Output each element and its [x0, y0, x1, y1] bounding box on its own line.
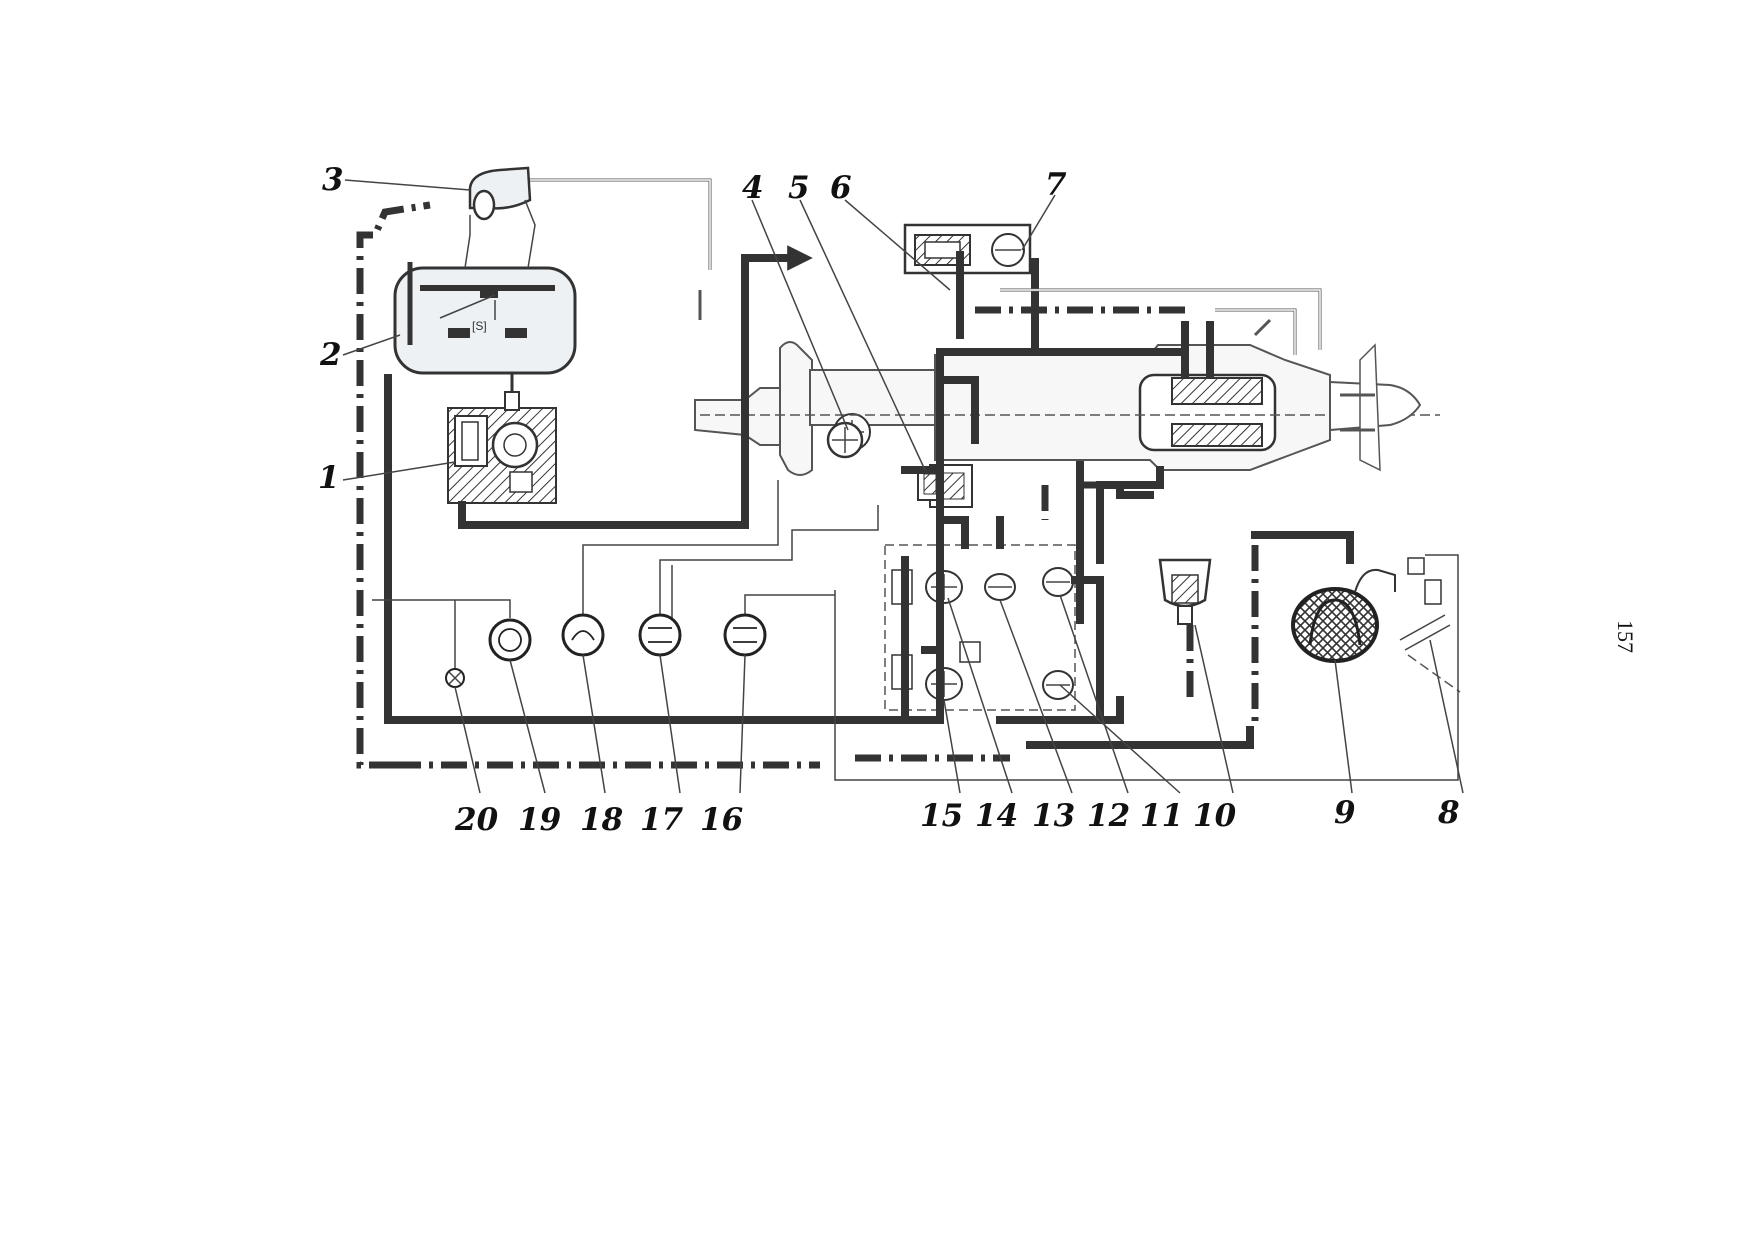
- gauge-18: [561, 613, 605, 657]
- scavenge-lines: [356, 201, 1259, 769]
- callout-4: 4: [742, 170, 764, 206]
- callout-11: 11: [1140, 798, 1183, 834]
- callout-20: 20: [454, 802, 499, 838]
- callout-9: 9: [1334, 795, 1356, 831]
- gauge-17: [638, 613, 682, 657]
- pump-unit: [447, 373, 557, 504]
- breather-separator: [464, 166, 536, 269]
- callout-6: 6: [830, 170, 852, 206]
- pressure-lines: [384, 245, 1354, 749]
- oil-cooler: [1291, 568, 1396, 663]
- centrifugal-breather: [826, 421, 864, 459]
- callout-14: 14: [975, 798, 1018, 834]
- return-frame: [372, 480, 1459, 781]
- callout-8: 8: [1437, 795, 1460, 831]
- callout-labels: 1 2 3 4 5 6 7 8 9 10 11 12 13 14 15 16 1…: [318, 162, 1460, 838]
- callout-12: 12: [1087, 798, 1130, 834]
- callout-16: 16: [700, 802, 743, 838]
- oil-tank: [S]: [393, 262, 577, 375]
- callout-18: 18: [580, 802, 623, 838]
- callout-19: 19: [518, 802, 561, 838]
- leader-lines: [342, 179, 1464, 794]
- callout-10: 10: [1193, 798, 1237, 834]
- page-number: 157: [1613, 620, 1638, 653]
- fuel-control-valve: [1399, 557, 1461, 693]
- callout-7: 7: [1045, 167, 1067, 203]
- svg-text:[S]: [S]: [472, 319, 487, 333]
- top-valve-block: [903, 223, 1032, 275]
- callout-1: 1: [318, 460, 340, 496]
- vent-lines: [530, 178, 1375, 432]
- callout-2: 2: [319, 337, 342, 373]
- callout-17: 17: [640, 802, 684, 838]
- callout-5: 5: [788, 170, 810, 206]
- callout-13: 13: [1032, 798, 1075, 834]
- gauge-16: [723, 613, 767, 657]
- engine-core: [700, 343, 1440, 472]
- gauge-19: [488, 618, 532, 662]
- callout-3: 3: [322, 162, 344, 198]
- filter-pump-block: [884, 544, 1076, 711]
- fine-filter: [1158, 558, 1212, 625]
- signal-lamp-20: [445, 668, 465, 688]
- callout-15: 15: [920, 798, 963, 834]
